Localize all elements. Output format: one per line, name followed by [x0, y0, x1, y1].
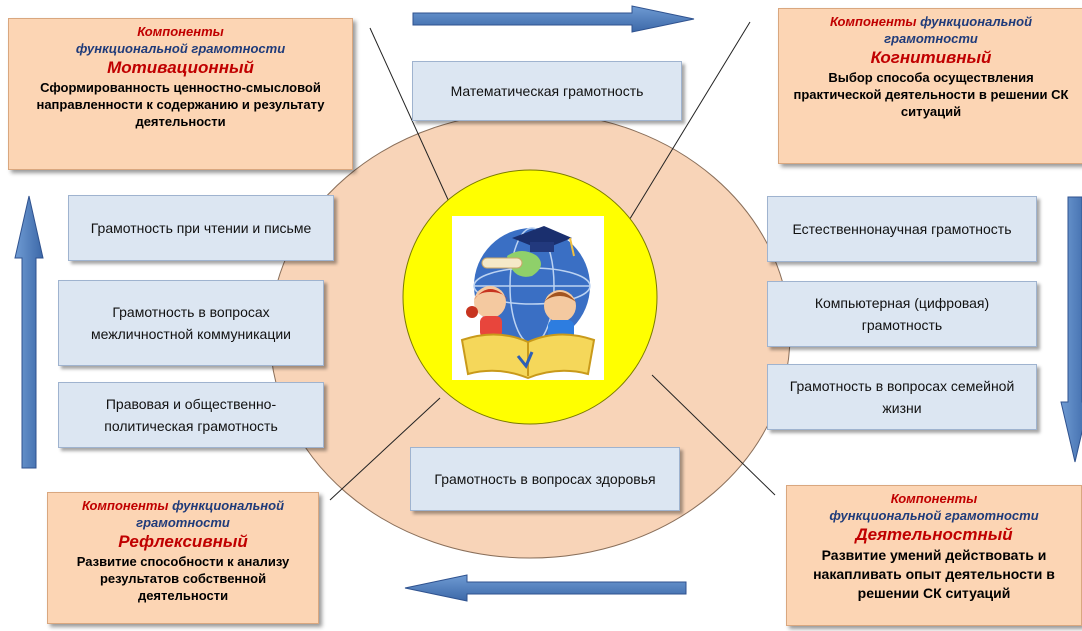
literacy-label: Естественнонаучная грамотность [792, 221, 1012, 237]
component-name: Мотивационный [107, 58, 254, 77]
component-name: Деятельностный [855, 525, 1013, 544]
literacy-legal-political: Правовая и общественно-политическая грам… [58, 382, 324, 448]
component-description: Сформированность ценностно-смысловой нап… [36, 80, 325, 129]
literacy-interpersonal: Грамотность в вопросах межличностной ком… [58, 280, 324, 366]
component-name: Рефлексивный [118, 532, 248, 551]
literacy-label: Компьютерная (цифровая) грамотность [814, 295, 990, 333]
literacy-health: Грамотность в вопросах здоровья [410, 447, 680, 511]
divider-lines [329, 21, 776, 501]
component-heading-line: Компоненты функциональной грамотности [81, 498, 285, 530]
center-illustration [452, 216, 604, 380]
component-description: Развитие умений действовать и накапливат… [813, 547, 1055, 601]
graduation-cap-icon [512, 226, 572, 250]
component-motivational: Компоненты функциональной грамотности Мо… [8, 18, 353, 170]
literacy-label: Грамотность в вопросах межличностной ком… [91, 304, 291, 342]
literacy-family-life: Грамотность в вопросах семейной жизни [767, 364, 1037, 430]
component-heading: функциональной грамотности [75, 41, 286, 56]
literacy-label: Математическая грамотность [450, 83, 644, 99]
component-reflexive: Компоненты функциональной грамотности Ре… [47, 492, 319, 624]
component-prefix: Компоненты [137, 24, 224, 39]
literacy-label: Грамотность в вопросах здоровья [434, 471, 656, 487]
component-heading: функциональной грамотности [829, 508, 1039, 523]
literacy-natural-science: Естественнонаучная грамотность [767, 196, 1037, 262]
arrow-left-up [14, 195, 44, 469]
component-name: Когнитивный [870, 48, 992, 67]
arrow-bottom-left [404, 574, 687, 602]
literacy-reading-writing: Грамотность при чтении и письме [68, 195, 334, 261]
component-description: Развитие способности к анализу результат… [76, 554, 290, 603]
literacy-digital: Компьютерная (цифровая) грамотность [767, 281, 1037, 347]
literacy-math: Математическая грамотность [412, 61, 682, 121]
component-description: Выбор способа осуществления практической… [793, 70, 1069, 119]
literacy-label: Правовая и общественно-политическая грам… [104, 396, 278, 434]
literacy-label: Грамотность в вопросах семейной жизни [789, 378, 1015, 416]
component-heading-line: Компоненты функциональной грамотности [829, 14, 1033, 46]
arrow-right-down [1060, 196, 1082, 463]
component-prefix: Компоненты [890, 491, 978, 506]
literacy-label: Грамотность при чтении и письме [90, 220, 312, 236]
component-activity: Компоненты функциональной грамотности Де… [786, 485, 1082, 626]
component-cognitive: Компоненты функциональной грамотности Ко… [778, 8, 1082, 164]
arrow-top-right [412, 5, 695, 33]
